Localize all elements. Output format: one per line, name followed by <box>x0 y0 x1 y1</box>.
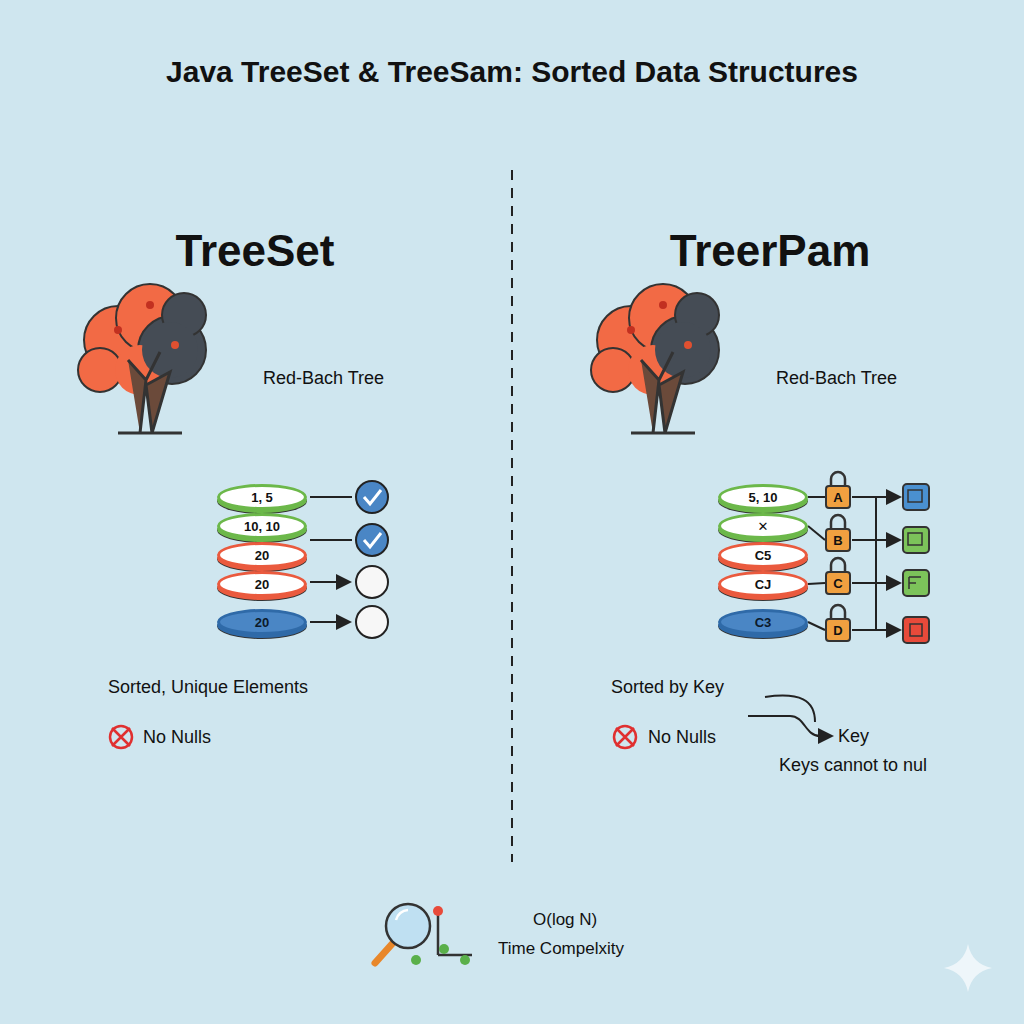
stack-disc: C5 <box>718 542 808 568</box>
disc-value: ✕ <box>758 519 769 534</box>
section-heading: TreerPam <box>670 226 871 276</box>
callout-label: Keys cannot to nul <box>779 755 927 776</box>
stack-disc: 10, 10 <box>217 513 307 539</box>
connector-line <box>808 496 825 498</box>
property-note: No Nulls <box>648 727 716 748</box>
stack-disc: 5, 10 <box>718 484 808 510</box>
tree-icon <box>591 284 719 433</box>
stack-disc: 20 <box>217 609 307 635</box>
stack-disc: 1, 5 <box>217 484 307 510</box>
key-letter: B <box>833 533 842 548</box>
connector-line <box>808 583 825 584</box>
value-box <box>903 484 929 643</box>
leader-arrow <box>748 696 832 736</box>
key-letter: D <box>833 623 842 638</box>
magnifier-icon <box>375 904 472 965</box>
key-letter: C <box>833 576 842 591</box>
section-heading: TreeSet <box>176 226 335 276</box>
tree-label: Red-Bach Tree <box>263 368 384 389</box>
disc-value: 1, 5 <box>251 490 273 505</box>
lock-key: C <box>825 571 851 595</box>
stack-disc: 20 <box>217 542 307 568</box>
callout-label: Key <box>838 726 869 747</box>
disc-value: CJ <box>755 577 772 592</box>
connector-line <box>808 622 825 630</box>
disc-value: C3 <box>755 615 772 630</box>
disc-value: 20 <box>255 548 269 563</box>
disc-value: 20 <box>255 615 269 630</box>
disc-value: 20 <box>255 577 269 592</box>
disc-value: C5 <box>755 548 772 563</box>
disc-value: 5, 10 <box>749 490 778 505</box>
tree-icon <box>78 284 206 433</box>
stack-disc: C3 <box>718 609 808 635</box>
stack-disc: CJ <box>718 571 808 597</box>
property-note: Sorted, Unique Elements <box>108 677 308 698</box>
status-markers <box>310 481 388 638</box>
lock-key: A <box>825 485 851 509</box>
property-note: Sorted by Key <box>611 677 724 698</box>
sparkle-mark <box>944 944 992 992</box>
disc-value: 10, 10 <box>244 519 280 534</box>
tree-label: Red-Bach Tree <box>776 368 897 389</box>
no-null-icon <box>110 726 636 748</box>
key-letter: A <box>833 490 842 505</box>
connector-line <box>808 526 825 540</box>
stack-disc: ✕ <box>718 513 808 539</box>
lock-key: D <box>825 618 851 642</box>
title: Java TreeSet & TreeSam: Sorted Data Stru… <box>166 55 858 89</box>
value-arrows <box>852 497 900 630</box>
divider <box>511 170 513 862</box>
complexity-label: O(log N) <box>533 910 597 930</box>
complexity-label: Time Compelxity <box>498 939 624 959</box>
lock-key: B <box>825 528 851 552</box>
property-note: No Nulls <box>143 727 211 748</box>
stack-disc: 20 <box>217 571 307 597</box>
